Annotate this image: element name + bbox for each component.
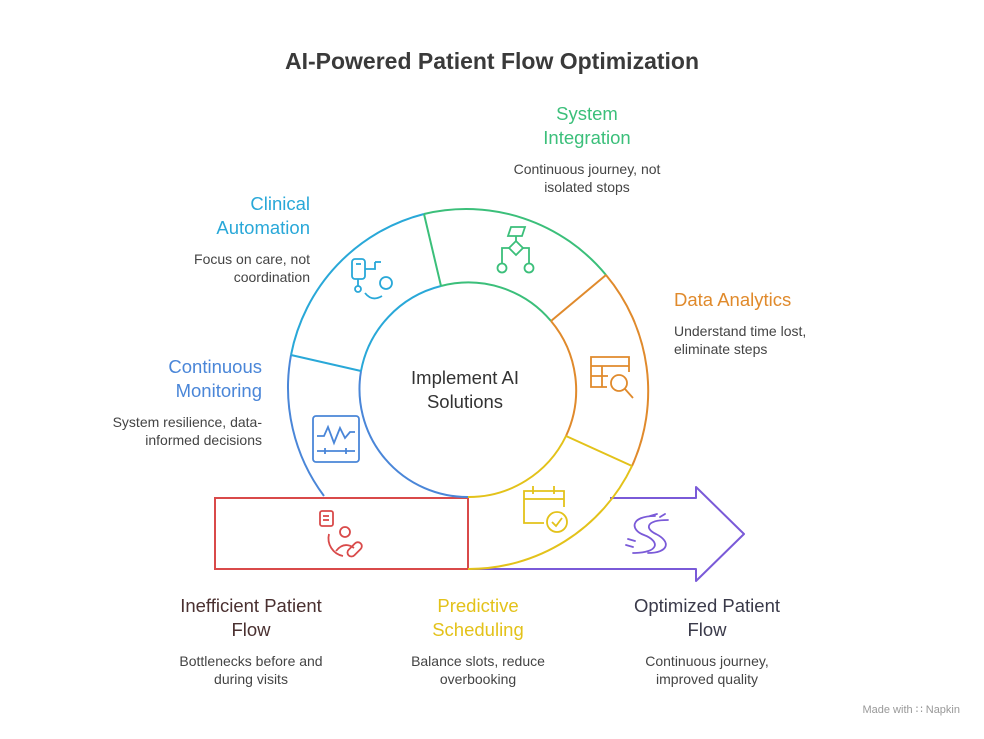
- ring-arc-clinical: [290, 213, 425, 356]
- stethoscope-icon: [351, 258, 393, 300]
- center-label: Implement AI Solutions: [395, 366, 535, 414]
- predictive-scheduling-block: Predictive Scheduling Balance slots, red…: [368, 594, 588, 688]
- center-line-1: Implement AI: [411, 367, 519, 388]
- inner-arc-monitoring: [358, 370, 469, 499]
- inefficient-flow-desc: Bottlenecks before and during visits: [179, 653, 323, 687]
- made-with-napkin[interactable]: Made with ∷ Napkin: [862, 703, 960, 716]
- made-with-label: Made with: [862, 704, 913, 716]
- optimized-flow-arrow: [468, 486, 745, 582]
- clinical-automation-desc: Focus on care, not coordination: [194, 251, 310, 285]
- ring-arc-system: [423, 208, 607, 276]
- ring-arc-analytics: [605, 274, 650, 467]
- inner-arc-clinical: [360, 285, 442, 372]
- system-integration-block: System Integration Continuous journey, n…: [487, 102, 687, 196]
- predictive-scheduling-desc: Balance slots, reduce overbooking: [411, 653, 545, 687]
- inefficient-flow-heading: Inefficient Patient Flow: [180, 595, 322, 640]
- continuous-monitoring-block: Continuous Monitoring System resilience,…: [62, 355, 262, 449]
- optimized-flow-heading: Optimized Patient Flow: [633, 595, 780, 640]
- page-title: AI-Powered Patient Flow Optimization: [284, 48, 700, 74]
- system-integration-desc: Continuous journey, not isolated stops: [513, 161, 661, 195]
- calendar-check-icon: [523, 486, 568, 533]
- system-integration-heading: System Integration: [543, 103, 631, 148]
- inefficient-flow-block: Inefficient Patient Flow Bottlenecks bef…: [141, 594, 361, 688]
- inner-arc-system: [440, 281, 552, 322]
- napkin-logo-icon: ∷: [915, 704, 923, 716]
- optimized-flow-desc: Continuous journey, improved quality: [645, 653, 769, 687]
- optimized-flow-block: Optimized Patient Flow Continuous journe…: [597, 594, 817, 688]
- clinical-automation-block: Clinical Automation Focus on care, not c…: [110, 192, 310, 286]
- inner-arc-scheduling: [467, 435, 567, 499]
- napkin-brand: Napkin: [925, 704, 960, 716]
- continuous-monitoring-desc: System resilience, data- informed decisi…: [112, 414, 262, 448]
- continuous-monitoring-heading: Continuous Monitoring: [168, 356, 262, 401]
- data-analytics-desc: Understand time lost, eliminate steps: [674, 323, 807, 357]
- data-analytics-block: Data Analytics Understand time lost, eli…: [674, 288, 874, 358]
- predictive-scheduling-heading: Predictive Scheduling: [432, 595, 524, 640]
- ring-arc-scheduling: [467, 465, 633, 571]
- clinical-automation-heading: Clinical Automation: [216, 193, 310, 238]
- flowchart-icon: [496, 226, 535, 274]
- inefficient-flow-box: [214, 497, 469, 570]
- inner-arc-analytics: [550, 320, 578, 437]
- data-analytics-heading: Data Analytics: [674, 289, 792, 310]
- table-search-icon: [590, 356, 634, 399]
- monitor-icon: [312, 415, 360, 463]
- divider-analytics-scheduling: [565, 435, 633, 467]
- patient-icon: [319, 510, 363, 558]
- ring-arc-monitoring: [287, 354, 325, 497]
- road-icon: [625, 513, 669, 554]
- divider-monitoring-clinical: [290, 354, 362, 372]
- divider-clinical-system: [423, 213, 442, 287]
- divider-system-analytics: [550, 274, 607, 322]
- center-line-2: Solutions: [426, 391, 504, 412]
